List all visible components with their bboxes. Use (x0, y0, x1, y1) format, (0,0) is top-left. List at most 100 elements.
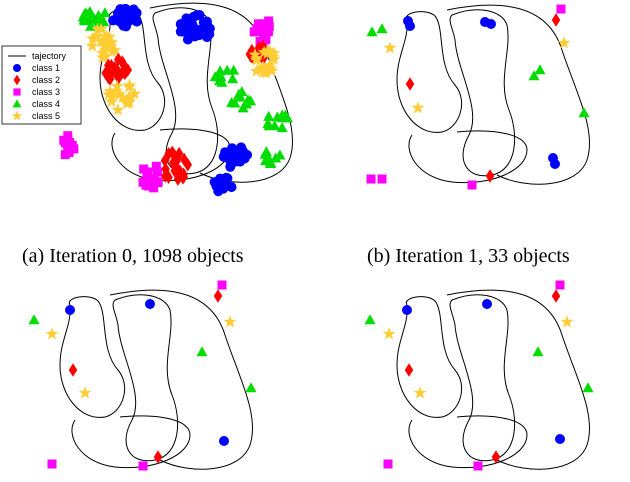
cluster-4-point-7 (257, 26, 267, 36)
panel-1-point-11 (383, 41, 397, 54)
caption-b: (b) Iteration 1, 33 objects (367, 245, 570, 267)
cluster-11-point-8 (276, 122, 288, 133)
cluster-17-point-21 (173, 172, 183, 186)
cluster-13-point-11 (69, 144, 79, 154)
trajectory-arc-right (149, 2, 294, 183)
panel-3-point-6 (382, 327, 396, 340)
cluster-17-point-16 (161, 162, 170, 176)
trajectory-loop-left (396, 296, 463, 418)
cluster-3-point-25 (202, 21, 213, 32)
cluster-17-point-11 (164, 147, 173, 161)
cluster-1-point-23 (115, 4, 126, 15)
panel-1-point-6 (366, 26, 378, 37)
cluster-15-point-5 (215, 173, 226, 184)
cluster-12-point-4 (274, 149, 286, 160)
cluster-10-point-6 (233, 88, 245, 99)
legend-label-5: class 5 (32, 111, 60, 121)
legend-marker-class-2 (13, 74, 21, 86)
panel-1-point-7 (376, 23, 388, 34)
legend-marker-class-5 (11, 110, 23, 121)
cluster-6-point-17 (263, 61, 277, 74)
cluster-8-point-0 (105, 95, 118, 108)
cluster-6-point-19 (250, 53, 263, 66)
cluster-16-point-8 (151, 161, 161, 171)
legend-marker-class-4 (12, 99, 22, 108)
cluster-2-point-4 (85, 39, 99, 52)
legend-label-2: class 2 (32, 75, 60, 85)
panel-3-point-4 (532, 346, 544, 357)
trajectory-arc-right (446, 289, 591, 470)
panel-1-point-10 (578, 107, 590, 118)
cluster-13-point-3 (63, 131, 73, 141)
legend-marker-class-1 (13, 64, 21, 72)
cluster-2-point-10 (91, 22, 104, 35)
cluster-1-point-18 (131, 7, 142, 18)
panel-2-point-12 (217, 280, 227, 290)
panel-1-point-5 (550, 159, 560, 169)
cluster-4-point-9 (263, 26, 273, 36)
cluster-8-point-9 (111, 103, 125, 116)
panel-2-point-3 (28, 314, 40, 325)
cluster-10-point-8 (226, 96, 238, 107)
cluster-16-point-15 (149, 183, 159, 193)
cluster-7-point-16 (104, 58, 113, 73)
legend-label-3: class 3 (32, 87, 60, 97)
cluster-8-point-5 (103, 84, 117, 97)
cluster-7-point-10 (118, 55, 127, 69)
panel-3-point-5 (582, 382, 594, 393)
cluster-2-point-6 (105, 45, 119, 58)
cluster-1-point-22 (121, 18, 132, 29)
panel-1-point-1 (405, 21, 415, 31)
cluster-8-point-1 (128, 87, 142, 100)
panel-3-point-10 (404, 363, 414, 377)
trajectory-loop-bottom (71, 415, 191, 469)
cluster-2-point-5 (90, 29, 103, 42)
cluster-16-point-9 (138, 177, 148, 187)
panel-2-point-2 (219, 436, 229, 446)
cluster-7-point-21 (120, 66, 129, 80)
cluster-4-point-12 (255, 37, 265, 47)
panel-1-point-15 (405, 77, 415, 91)
panel-1-point-8 (528, 70, 540, 81)
cluster-9-point-6 (214, 65, 226, 76)
legend-marker-class-3 (13, 88, 21, 96)
cluster-8-point-10 (111, 87, 124, 100)
cluster-16-point-11 (152, 167, 162, 177)
cluster-4-point-3 (249, 27, 259, 37)
cluster-3-point-27 (191, 10, 202, 21)
panel-2-point-7 (78, 386, 92, 399)
cluster-0-point-18 (80, 9, 92, 20)
panel-2-point-4 (196, 346, 208, 357)
cluster-13-point-10 (63, 147, 73, 157)
panel-2-point-8 (223, 315, 237, 328)
trajectory-panel-d (396, 289, 591, 470)
legend-label-1: class 1 (32, 63, 60, 73)
cluster-2-point-18 (104, 39, 118, 52)
panel-1-point-18 (366, 174, 376, 184)
cluster-11-point-6 (276, 109, 288, 120)
panel-1-point-16 (485, 169, 495, 183)
cluster-16-point-13 (149, 174, 159, 184)
cluster-8-point-15 (105, 90, 119, 103)
panel-1-point-12 (411, 101, 425, 114)
cluster-0-point-13 (92, 9, 104, 20)
cluster-4-point-1 (264, 16, 274, 26)
cluster-9-point-8 (227, 73, 239, 84)
cluster-12-point-5 (260, 146, 272, 157)
panel-1-point-3 (486, 19, 496, 29)
cluster-11-point-9 (263, 110, 275, 121)
legend-label-4: class 4 (32, 99, 60, 109)
cluster-2-point-21 (97, 35, 111, 48)
panel-2-point-1 (145, 299, 155, 309)
panel-1-point-14 (551, 13, 561, 27)
cluster-13-point-9 (60, 138, 70, 148)
panel-2-point-6 (45, 327, 59, 340)
cluster-8-point-16 (102, 87, 115, 101)
panel-1-point-19 (377, 174, 387, 184)
panel-2-point-0 (65, 305, 75, 315)
cluster-3-point-10 (194, 30, 205, 41)
cluster-8-point-4 (122, 80, 136, 93)
panel-2-point-9 (213, 289, 223, 303)
cluster-4-point-13 (253, 19, 263, 29)
